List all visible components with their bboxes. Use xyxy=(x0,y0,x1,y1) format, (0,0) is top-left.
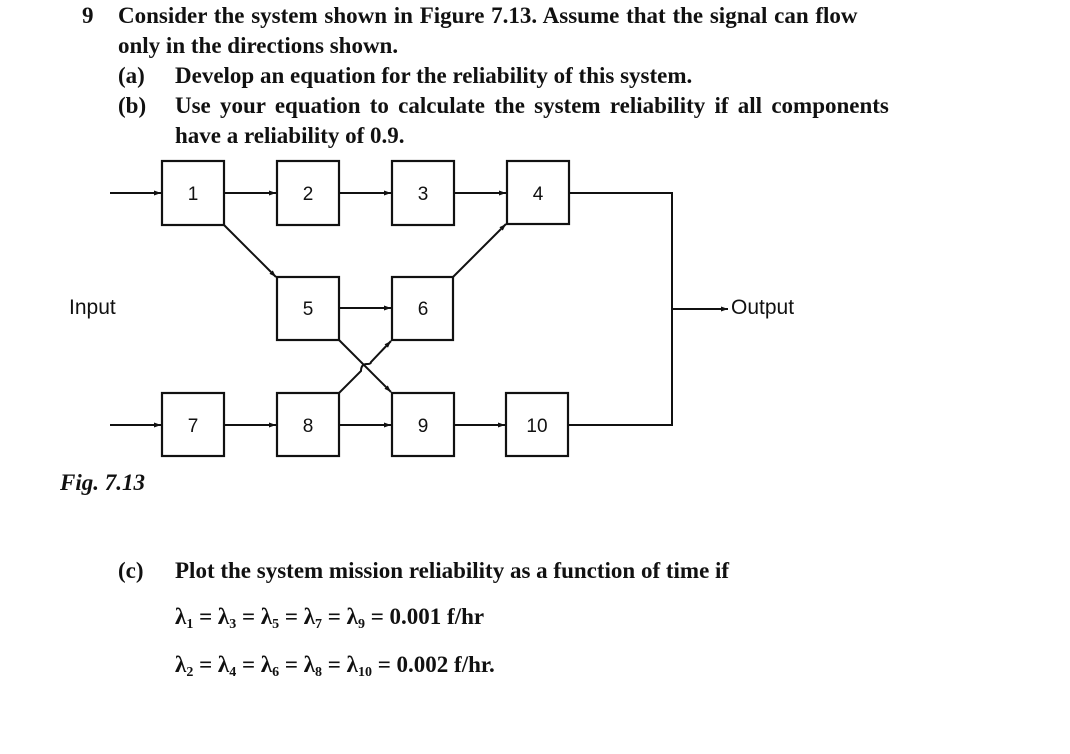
arrow-8-to-6 xyxy=(338,340,392,394)
component-label-8: 8 xyxy=(303,416,314,437)
component-box-6 xyxy=(390,275,455,342)
component-box-1 xyxy=(160,159,226,227)
component-box-3 xyxy=(390,159,456,227)
lambda-subscript: 6 xyxy=(272,665,280,680)
component-label-9: 9 xyxy=(418,416,429,437)
component-box-5 xyxy=(275,275,341,342)
lambda-subscript: 5 xyxy=(272,617,280,632)
arrow-6-to-4 xyxy=(452,223,507,278)
component-label-3: 3 xyxy=(418,184,429,205)
part-b-text-line2: have a reliability of 0.9. xyxy=(175,123,405,148)
component-label-7: 7 xyxy=(188,416,199,437)
part-a-text: Develop an equation for the reliability … xyxy=(175,63,693,88)
component-box-8 xyxy=(275,391,341,458)
lambda-subscript: 8 xyxy=(315,665,323,680)
problem-number: 9 xyxy=(82,3,94,28)
component-label-4: 4 xyxy=(533,184,544,205)
component-box-7 xyxy=(160,391,226,458)
component-label-2: 2 xyxy=(303,184,314,205)
component-label-1: 1 xyxy=(188,184,199,205)
component-box-2 xyxy=(275,159,341,227)
component-label-6: 6 xyxy=(418,299,429,320)
figure-caption: Fig. 7.13 xyxy=(60,470,145,495)
part-c-label: (c) xyxy=(118,558,144,583)
part-c-text: Plot the system mission reliability as a… xyxy=(175,558,730,583)
component-label-5: 5 xyxy=(303,299,314,320)
lambda-subscript: 2 xyxy=(186,665,194,680)
part-b-text-line1: Use your equation to calculate the syste… xyxy=(175,93,889,118)
component-box-10 xyxy=(504,391,570,458)
part-a-label: (a) xyxy=(118,63,145,88)
input-label: Input xyxy=(69,296,116,319)
lambda-subscript: 10 xyxy=(357,665,372,680)
failure-rate-equation-1: λ1 = λ3 = λ5 = λ7 = λ9 = 0.001 f/hr xyxy=(175,604,485,632)
arrow-5-to-9 xyxy=(338,339,392,393)
output-bus xyxy=(569,192,673,426)
failure-rate-value-1: 0.001 f/hr xyxy=(389,604,485,629)
part-b-label: (b) xyxy=(118,93,147,118)
output-label: Output xyxy=(731,296,794,319)
arrow-1-to-5 xyxy=(223,224,277,278)
problem-intro-line1: Consider the system shown in Figure 7.13… xyxy=(118,3,858,28)
failure-rate-equation-2: λ2 = λ4 = λ6 = λ8 = λ10 = 0.002 f/hr. xyxy=(175,652,495,680)
lambda-subscript: 9 xyxy=(357,617,365,632)
component-label-10: 10 xyxy=(526,416,547,437)
failure-rate-value-2: 0.002 f/hr. xyxy=(396,652,495,677)
component-box-4 xyxy=(505,159,571,226)
lambda-subscript: 4 xyxy=(229,665,237,680)
lambda-subscript: 3 xyxy=(229,617,237,632)
component-box-9 xyxy=(390,391,456,458)
lambda-subscript: 7 xyxy=(315,617,323,632)
problem-intro-line2: only in the directions shown. xyxy=(118,33,399,58)
lambda-subscript: 1 xyxy=(186,617,194,632)
